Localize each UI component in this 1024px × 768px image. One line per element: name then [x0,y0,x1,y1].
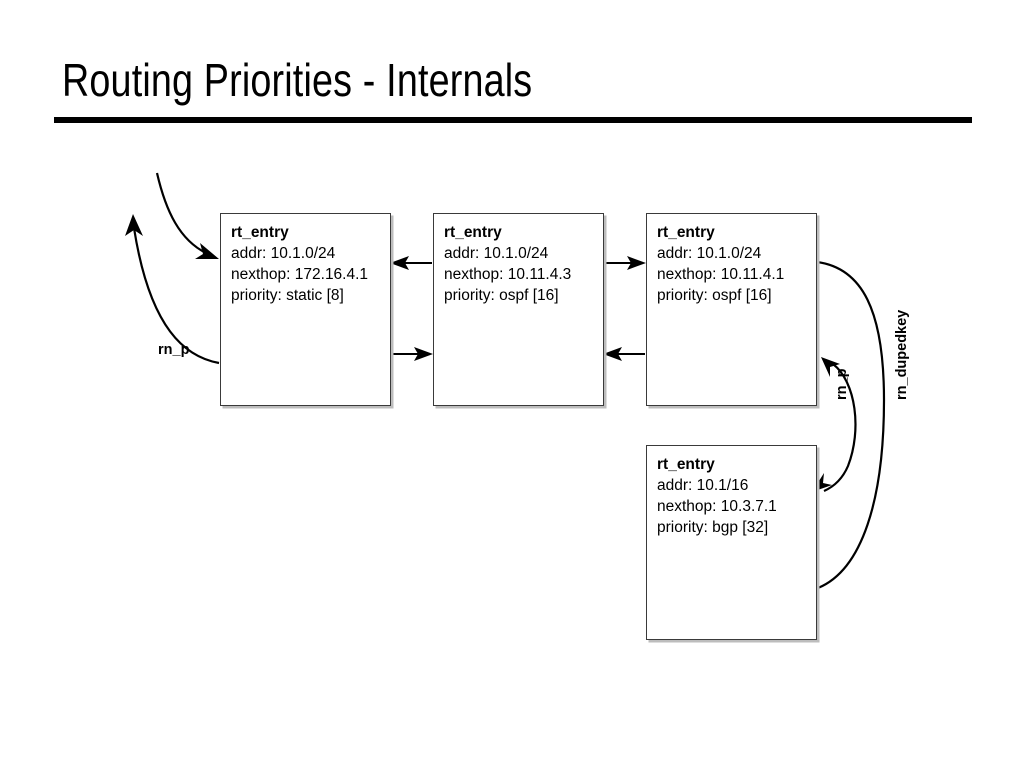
edge-label-rn-p-left: rn_p [158,342,190,358]
rt-entry-box-2[interactable]: rt_entry addr: 10.1.0/24 nexthop: 10.11.… [433,213,604,406]
rt-entry-box-2-content: rt_entry addr: 10.1.0/24 nexthop: 10.11.… [434,214,603,306]
edge-incoming-parent [155,172,219,259]
rt-entry-nexthop: nexthop: 10.11.4.3 [444,266,572,283]
rt-entry-box-1[interactable]: rt_entry addr: 10.1.0/24 nexthop: 172.16… [220,213,391,406]
page-title: Routing Priorities - Internals [62,54,533,106]
rt-entry-addr: addr: 10.1.0/24 [231,245,336,262]
rt-entry-box-3[interactable]: rt_entry addr: 10.1.0/24 nexthop: 10.11.… [646,213,817,406]
rt-entry-title: rt_entry [657,224,715,241]
rt-entry-priority: priority: ospf [16] [444,287,559,304]
edge-rn-dupedkey [816,260,886,590]
rt-entry-addr: addr: 10.1.0/24 [444,245,549,262]
rt-entry-nexthop: nexthop: 10.3.7.1 [657,498,777,515]
rt-entry-title: rt_entry [444,224,502,241]
edge-box2-to-box3 [604,256,646,270]
edge-label-rn-dupedkey: rn_dupedkey [894,309,910,400]
edge-rn-p-left [125,214,220,365]
edge-box2-to-box1 [390,256,432,270]
rt-entry-box-4[interactable]: rt_entry addr: 10.1/16 nexthop: 10.3.7.1… [646,445,817,640]
rt-entry-addr: addr: 10.1/16 [657,477,749,494]
title-underline-rule [54,117,972,123]
rt-entry-title: rt_entry [657,456,715,473]
rt-entry-nexthop: nexthop: 172.16.4.1 [231,266,369,283]
rt-entry-title: rt_entry [231,224,289,241]
edge-box1-to-box2 [391,347,433,361]
rt-entry-box-3-content: rt_entry addr: 10.1.0/24 nexthop: 10.11.… [647,214,816,306]
edge-box3-to-box2 [603,347,645,361]
rt-entry-priority: priority: bgp [32] [657,519,769,536]
rt-entry-box-4-content: rt_entry addr: 10.1/16 nexthop: 10.3.7.1… [647,446,816,538]
edge-label-rn-p-right: rn_p [834,368,850,400]
rt-entry-nexthop: nexthop: 10.11.4.1 [657,266,785,283]
rt-entry-addr: addr: 10.1.0/24 [657,245,762,262]
rt-entry-box-1-content: rt_entry addr: 10.1.0/24 nexthop: 172.16… [221,214,390,306]
rt-entry-priority: priority: static [8] [231,287,344,304]
rt-entry-priority: priority: ospf [16] [657,287,772,304]
